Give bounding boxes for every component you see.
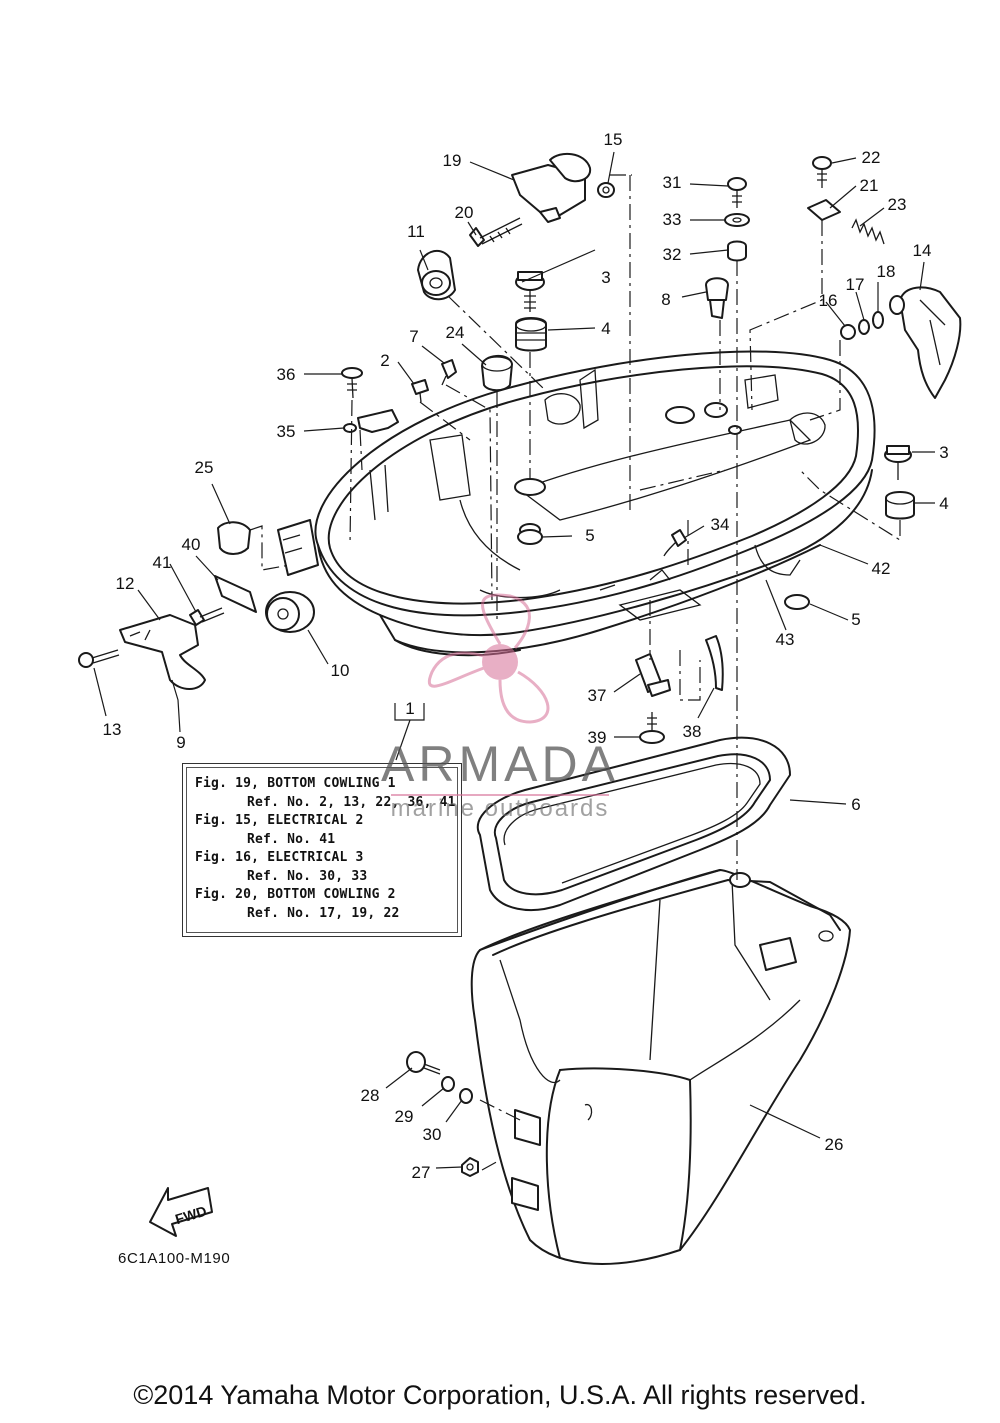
callout-5: 5 bbox=[585, 526, 594, 545]
callout-33: 33 bbox=[663, 210, 682, 229]
callout-15: 15 bbox=[604, 130, 623, 149]
callout-3: 3 bbox=[939, 443, 948, 462]
callout-23: 23 bbox=[888, 195, 907, 214]
callout-35: 35 bbox=[277, 422, 296, 441]
callout-3: 3 bbox=[601, 268, 610, 287]
callout-37: 37 bbox=[588, 686, 607, 705]
diagram-code: 6C1A100-M190 bbox=[118, 1250, 231, 1267]
reference-line: Ref. No. 30, 33 bbox=[247, 868, 368, 884]
bottom-cowling-tray bbox=[277, 350, 876, 657]
reference-line: Ref. No. 17, 19, 22 bbox=[247, 905, 400, 921]
watermark-propeller-icon bbox=[427, 593, 550, 724]
fwd-arrow: FWD bbox=[149, 1187, 213, 1237]
callout-4: 4 bbox=[939, 494, 948, 513]
bottom-gasket bbox=[476, 736, 791, 911]
reference-line: Ref. No. 41 bbox=[247, 831, 336, 847]
small-parts bbox=[78, 152, 962, 1177]
callout-14: 14 bbox=[913, 241, 932, 260]
callout-8: 8 bbox=[661, 290, 670, 309]
callout-20: 20 bbox=[455, 203, 474, 222]
callout-40: 40 bbox=[182, 535, 201, 554]
callout-38: 38 bbox=[683, 722, 702, 741]
callout-32: 32 bbox=[663, 245, 682, 264]
reference-line: Fig. 15, ELECTRICAL 2 bbox=[195, 813, 364, 828]
callout-12: 12 bbox=[116, 574, 135, 593]
callout-7: 7 bbox=[409, 327, 418, 346]
center-lines bbox=[249, 174, 901, 1171]
callout-2: 2 bbox=[380, 351, 389, 370]
callout-numbers: 1233445567891011121314151617181920212223… bbox=[103, 130, 949, 1182]
callout-39: 39 bbox=[588, 728, 607, 747]
callout-25: 25 bbox=[195, 458, 214, 477]
callout-24: 24 bbox=[446, 323, 465, 342]
callout-29: 29 bbox=[395, 1107, 414, 1126]
callout-28: 28 bbox=[361, 1086, 380, 1105]
reference-box: Fig. 19, BOTTOM COWLING 1 Ref. No. 2, 13,… bbox=[182, 763, 462, 937]
callout-42: 42 bbox=[872, 559, 891, 578]
callout-18: 18 bbox=[877, 262, 896, 281]
reference-line: Ref. No. 2, 13, 22, 36, 41 bbox=[247, 794, 456, 810]
callout-9: 9 bbox=[176, 733, 185, 752]
callout-41: 41 bbox=[153, 553, 172, 572]
callout-4: 4 bbox=[601, 319, 610, 338]
leader-lines bbox=[93, 151, 935, 1169]
callout-17: 17 bbox=[846, 275, 865, 294]
reference-line: Fig. 20, BOTTOM COWLING 2 bbox=[195, 887, 396, 902]
callout-19: 19 bbox=[443, 151, 462, 170]
callout-5: 5 bbox=[851, 610, 860, 629]
callout-34: 34 bbox=[711, 515, 730, 534]
lower-cover bbox=[470, 869, 851, 1265]
callout-26: 26 bbox=[825, 1135, 844, 1154]
callout-30: 30 bbox=[423, 1125, 442, 1144]
callout-21: 21 bbox=[860, 176, 879, 195]
callout-36: 36 bbox=[277, 365, 296, 384]
callout-10: 10 bbox=[331, 661, 350, 680]
callout-16: 16 bbox=[819, 291, 838, 310]
copyright-notice: ©2014 Yamaha Motor Corporation, U.S.A. A… bbox=[133, 1380, 867, 1410]
callout-43: 43 bbox=[776, 630, 795, 649]
reference-line: Fig. 16, ELECTRICAL 3 bbox=[195, 850, 364, 865]
callout-13: 13 bbox=[103, 720, 122, 739]
callout-22: 22 bbox=[862, 148, 881, 167]
callout-27: 27 bbox=[412, 1163, 431, 1182]
callout-1: 1 bbox=[405, 699, 414, 718]
callout-11: 11 bbox=[407, 222, 425, 241]
reference-line: Fig. 19, BOTTOM COWLING 1 bbox=[195, 776, 396, 791]
callout-6: 6 bbox=[851, 795, 860, 814]
callout-31: 31 bbox=[663, 173, 682, 192]
